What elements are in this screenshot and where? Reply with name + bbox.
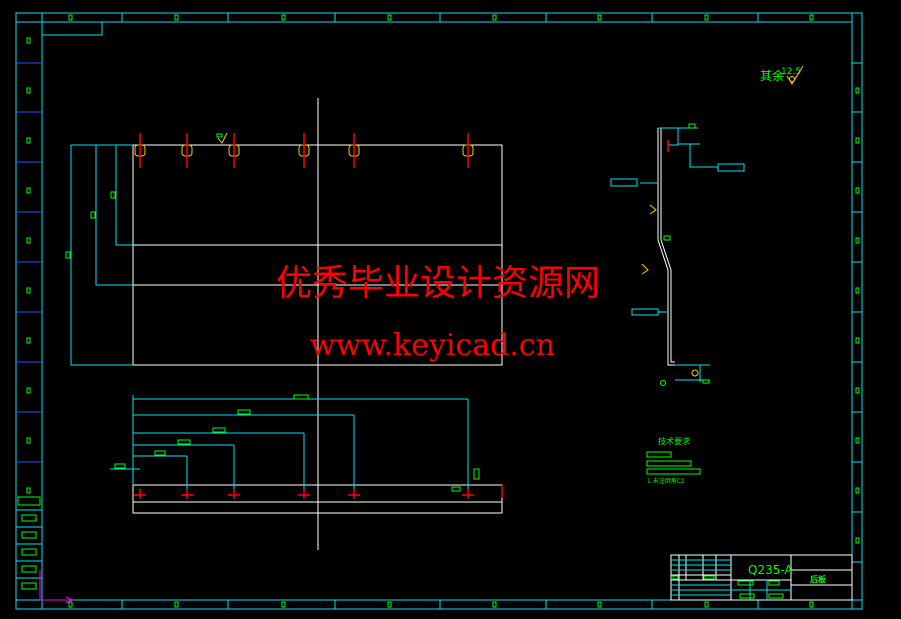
tech-requirements-note: 1.未注倒角C1 <box>647 477 685 485</box>
zone-label <box>597 601 602 608</box>
zone-label <box>855 237 860 244</box>
left-strip <box>16 62 42 590</box>
watermark-title: 优秀毕业设计资源网 <box>276 263 601 304</box>
zone-label <box>492 14 497 21</box>
zone-label <box>492 601 497 608</box>
zone-label <box>855 87 860 94</box>
zone-label <box>26 137 31 144</box>
zone-label <box>855 287 860 294</box>
zone-label <box>26 287 31 294</box>
zone-label <box>597 14 602 21</box>
zone-label <box>26 437 31 444</box>
zone-label <box>174 601 179 608</box>
zone-label <box>855 437 860 444</box>
zone-label <box>26 337 31 344</box>
ucs-icon <box>39 570 74 604</box>
technical-requirements: 技术要求 1.未注倒角C1 <box>646 436 701 485</box>
zone-label <box>281 14 286 21</box>
zone-label <box>26 487 31 494</box>
zone-label <box>855 387 860 394</box>
title-block: Q235-A 后板 <box>670 554 853 601</box>
zone-label <box>809 601 814 608</box>
zone-label <box>26 87 31 94</box>
bottom-hole-markers <box>134 489 474 499</box>
zone-label <box>809 14 814 21</box>
front-view <box>65 98 503 550</box>
zone-label <box>387 601 392 608</box>
zone-label <box>174 14 179 21</box>
zone-label <box>26 37 31 44</box>
frame-zone-ticks <box>26 13 862 609</box>
zone-label <box>855 187 860 194</box>
roughness-value: 12.5 <box>781 67 801 77</box>
zone-label <box>704 14 709 21</box>
zone-label <box>26 187 31 194</box>
roughness-symbol: 其余 12.5 <box>760 65 804 85</box>
zone-label <box>387 14 392 21</box>
drawing-frame <box>15 12 863 610</box>
hole-markers <box>134 133 474 168</box>
side-view <box>610 123 745 386</box>
roughness-note: 其余 <box>760 68 784 83</box>
zone-label <box>855 487 860 494</box>
zone-label <box>26 237 31 244</box>
zone-label <box>855 337 860 344</box>
zone-label <box>704 601 709 608</box>
tech-requirements-title: 技术要求 <box>658 436 690 446</box>
roughness-symbol-small <box>216 132 228 144</box>
zone-label <box>68 601 73 608</box>
zone-label <box>68 14 73 21</box>
zone-label <box>855 537 860 544</box>
zone-label <box>855 137 860 144</box>
zone-label <box>26 387 31 394</box>
bottom-view <box>110 394 503 514</box>
watermark-url: www.keyicad.cn <box>310 328 556 363</box>
material-label: Q235-A <box>748 563 793 577</box>
zone-label <box>281 601 286 608</box>
part-name: 后板 <box>810 574 827 584</box>
